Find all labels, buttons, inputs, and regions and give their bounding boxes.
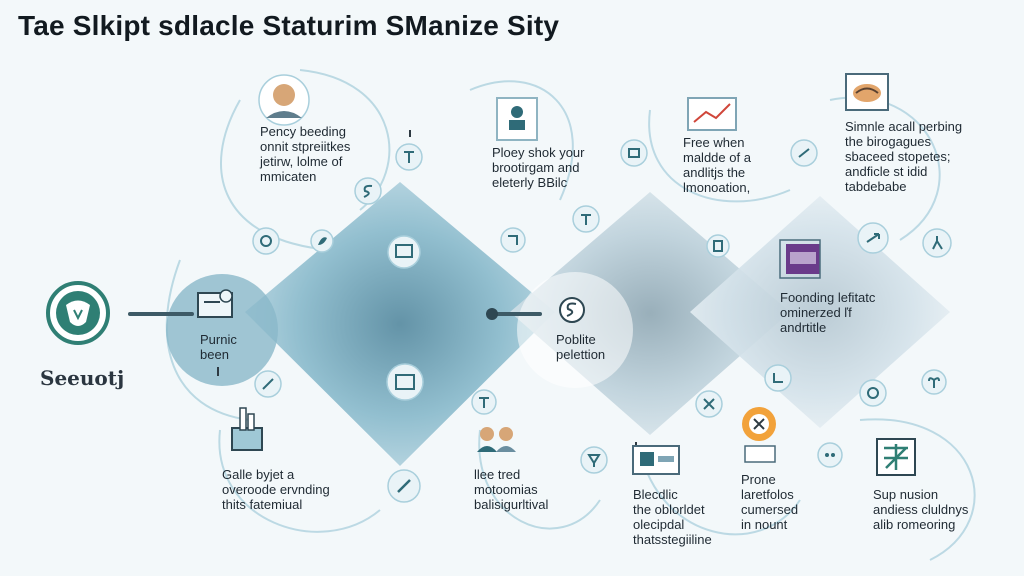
dollar-hub-icon — [559, 297, 585, 323]
id-card-icon — [496, 97, 538, 141]
person-avatar-icon — [258, 74, 310, 126]
bubble-icons — [252, 139, 952, 503]
bubble-sheet-icon — [706, 234, 730, 258]
arc — [220, 99, 331, 251]
spine-node — [486, 308, 498, 320]
bubble-cart-icon — [620, 139, 648, 167]
grid-board-icon — [876, 438, 916, 476]
two-people-icon — [477, 427, 516, 452]
bubble-trophy-icon — [580, 446, 608, 474]
bubble-arrow-icon — [857, 222, 889, 254]
bubble-note-icon — [386, 363, 424, 401]
hub-label-middle: Poblite pelettion — [556, 332, 606, 362]
callout-top-4: Simnle acall perbing the birogagues sbac… — [845, 119, 963, 194]
callout-top-1: Pency beeding onnit stpreiitkes jetirw, … — [260, 124, 351, 184]
bubble-slash-icon — [387, 469, 421, 503]
hub-circle-left — [166, 274, 278, 386]
arc — [478, 429, 601, 530]
hub-label-left: Purnic been — [200, 332, 237, 362]
callout-bottom-2: llee tred motoomias balisigurltival — [474, 467, 549, 512]
chart-screen-icon — [687, 97, 737, 131]
arc — [165, 259, 251, 421]
page-title: Tae Slkipt sdlacle Staturim SManize Sity — [18, 10, 560, 41]
hub-circle-middle — [517, 272, 633, 388]
lab-beaker-icon — [231, 407, 263, 451]
monitor-hub-icon — [197, 289, 233, 318]
callout-bottom-5: Sup nusion andiess cluldnys alib romeori… — [873, 487, 969, 532]
bubble-clock-icon — [252, 227, 280, 255]
callout-bottom-3: Blecdlic the oblorldet olecipdal thatsst… — [633, 487, 712, 547]
bubble-cross-icon — [695, 390, 723, 418]
arc — [648, 109, 791, 203]
gear-warning-icon — [742, 407, 776, 463]
bubble-leaf-icon — [310, 229, 334, 253]
callout-top-3: Free when maldde of a andlitjs the lmono… — [683, 135, 751, 195]
diamond-right — [690, 196, 950, 428]
map-frame-icon — [845, 73, 889, 111]
logo-label: Seeuotj — [40, 366, 125, 390]
bubble-run-icon — [922, 228, 952, 258]
bubble-target-icon — [859, 379, 887, 407]
bubble-tool-icon — [395, 143, 423, 171]
bubble-fork-icon — [572, 205, 600, 233]
callout-bottom-1: Galle byjet a overoode ervnding thits fa… — [222, 467, 330, 512]
arc — [218, 429, 381, 533]
purple-book-icon — [779, 239, 821, 279]
bubble-window-icon — [387, 235, 421, 269]
diamond-left — [245, 182, 555, 466]
logo-mark — [46, 281, 110, 345]
bubble-link-icon — [790, 139, 818, 167]
bubble-stand-icon — [471, 389, 497, 415]
hub-label-right: Foonding lefitatc ominerzed ľf andrtitle — [780, 290, 876, 335]
bubble-bracket-icon — [500, 227, 526, 253]
device-panel-icon — [632, 445, 680, 475]
bubble-dots-icon — [817, 442, 843, 468]
arc — [469, 80, 574, 201]
connector-arcs — [165, 69, 976, 561]
bubble-s-icon — [354, 177, 382, 205]
bubble-hook-icon — [764, 364, 792, 392]
bubble-dial-icon — [254, 370, 282, 398]
callout-bottom-4: Prone laretfolos cumersed in nount — [741, 472, 799, 532]
arc — [639, 449, 801, 536]
bubble-sprout-icon — [921, 369, 947, 395]
arc — [859, 418, 976, 561]
callout-top-2: Ploey shok your brootirgam and eleterly … — [492, 145, 585, 190]
